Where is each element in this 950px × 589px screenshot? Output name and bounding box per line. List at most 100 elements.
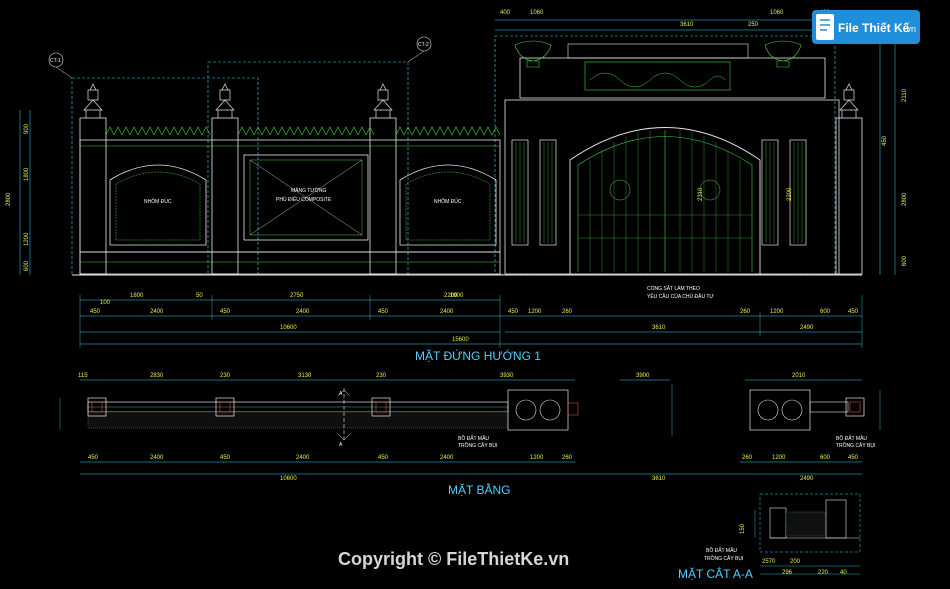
spear-railing-3: [395, 126, 501, 136]
note-cong-sat-1: CỔNG SẮT LÀM THEO: [647, 284, 700, 292]
plan-dim-450-d: 450: [848, 455, 859, 461]
plan-pillar-2: [215, 397, 235, 417]
lintel-ornament: [584, 61, 731, 91]
dim-h-900: 900: [24, 123, 30, 134]
dim-right-wing: 2490: [800, 325, 814, 331]
fence-plinth: [79, 251, 501, 275]
plan-dim-260: 260: [562, 455, 573, 461]
dim-h-600: 600: [24, 260, 30, 271]
section-dim-2570: 2570: [762, 559, 776, 565]
plan-dim-3130: 3130: [298, 373, 312, 379]
logo-file-icon: [816, 14, 834, 40]
section-dim-200: 200: [790, 559, 801, 565]
copyright-watermark: Copyright © FileThietKe.vn: [338, 549, 569, 569]
aluminium-panel-1: [109, 164, 207, 246]
plan-dim-230-a: 230: [220, 373, 231, 379]
relief-panel: [243, 154, 369, 241]
note-nhom-duc-2: NHÔM ĐÚC: [434, 198, 462, 205]
plan-dim-450-b: 450: [220, 455, 231, 461]
dim-top-gate: 3610: [680, 22, 694, 28]
gate-ornament-right: [699, 179, 721, 201]
plan-pillar-1: [87, 397, 107, 417]
relief-panel-inner: [249, 159, 363, 236]
section-boundary: [759, 493, 861, 553]
dim-h-1800: 1800: [24, 167, 30, 181]
dim-h-2310: 2310: [698, 187, 704, 201]
dim-h-2200: 2200: [787, 187, 793, 201]
plan-dim-115: 115: [78, 373, 88, 379]
column-2: [539, 139, 557, 246]
section-title: MẶT CẮT A-A: [678, 566, 753, 581]
note-mang-tuong: MẢNG TƯỜNG: [291, 187, 327, 194]
plan-planter: [87, 411, 509, 429]
dim-450-d: 450: [508, 309, 519, 315]
section-dim-296: 296: [782, 570, 793, 576]
gate-lintel: [519, 57, 826, 99]
logo-badge: [812, 10, 920, 44]
dim-h-2110: 2110: [902, 88, 908, 102]
dim-600: 600: [820, 309, 831, 315]
section-view: [754, 493, 861, 575]
dim-2400-c: 2400: [440, 309, 454, 315]
dim-450-c: 450: [378, 309, 389, 315]
dim-total-length: 15600: [452, 337, 469, 343]
urn-right: [764, 40, 802, 68]
dim-260-a: 260: [562, 309, 573, 315]
plan-right-wall: [809, 401, 849, 413]
column-4: [789, 139, 807, 246]
plan-dim-1200-b: 1200: [772, 455, 786, 461]
elevation-view: [19, 19, 896, 348]
pillar-4: [835, 117, 863, 275]
dim-1200-b: 1200: [770, 309, 784, 315]
section-planter: [785, 511, 827, 537]
lamp-1: [83, 83, 103, 118]
note-nhom-duc-1: NHÔM ĐÚC: [144, 198, 172, 205]
plan-dim-450-c: 450: [378, 455, 389, 461]
panel-1-pattern: [115, 171, 201, 241]
logo: File Thiết Kế .vn: [812, 10, 920, 44]
plan-dim-fence-length: 10600: [280, 476, 297, 482]
urn-left: [514, 40, 552, 68]
dim-2400-b: 2400: [296, 309, 310, 315]
plan-dim-2400-a: 2400: [150, 455, 164, 461]
plan-note-bo-dat-1: BỒ ĐẤT MẦU: [458, 435, 489, 442]
section-dim-150: 150: [740, 523, 746, 534]
plan-dim-1200-a: 1200: [530, 455, 544, 461]
plan-dim-2400-b: 2400: [296, 455, 310, 461]
dim-top-1060-left: 1060: [530, 10, 544, 16]
dim-260-b: 260: [740, 309, 751, 315]
plan-dim-3900: 3900: [636, 373, 650, 379]
plan-note-trong-cay-2: TRỒNG CÂY BỤI: [836, 442, 875, 449]
dim-2750: 2750: [290, 293, 304, 299]
dim-450-e: 450: [848, 309, 859, 315]
dim-100-a: 100: [100, 300, 111, 306]
dim-h-2800-left: 2800: [6, 192, 12, 206]
lamp-3: [373, 83, 393, 118]
plan-dim-600: 600: [820, 455, 831, 461]
note-phu-dieu: PHÙ ĐIÊU COMPOSITE: [276, 195, 332, 203]
section-dim-220: 220: [818, 570, 829, 576]
plan-dim-2400-c: 2400: [440, 455, 454, 461]
plan-dim-3930: 3930: [500, 373, 514, 379]
plan-dim-gate-width: 3610: [652, 476, 666, 482]
plan-gate-pier-left: [507, 389, 569, 431]
dim-450-a: 450: [90, 309, 101, 315]
plan-dim-2830: 2830: [150, 373, 164, 379]
section-wall: [769, 507, 787, 539]
lintel-scroll: [589, 72, 726, 88]
dim-h-600-right: 600: [902, 255, 908, 266]
column-3: [761, 139, 779, 246]
plan-dim-260-b: 260: [742, 455, 753, 461]
logo-name: File Thiết Kế: [838, 21, 910, 35]
note-cong-sat-2: YÊU CẦU CỦA CHỦ ĐẦU TƯ: [647, 292, 714, 300]
plan-title: MẶT BẰNG: [448, 482, 510, 497]
ct1-label: CT-1: [50, 58, 61, 64]
plan-gate-pier-right: [749, 389, 811, 431]
relief-diagonal-2: [249, 159, 363, 236]
section-dim-40: 40: [840, 570, 847, 576]
dim-h-450: 450: [882, 135, 888, 146]
dim-2400-a: 2400: [150, 309, 164, 315]
dim-top-250: 250: [748, 22, 759, 28]
plan-dim-230-b: 230: [376, 373, 387, 379]
